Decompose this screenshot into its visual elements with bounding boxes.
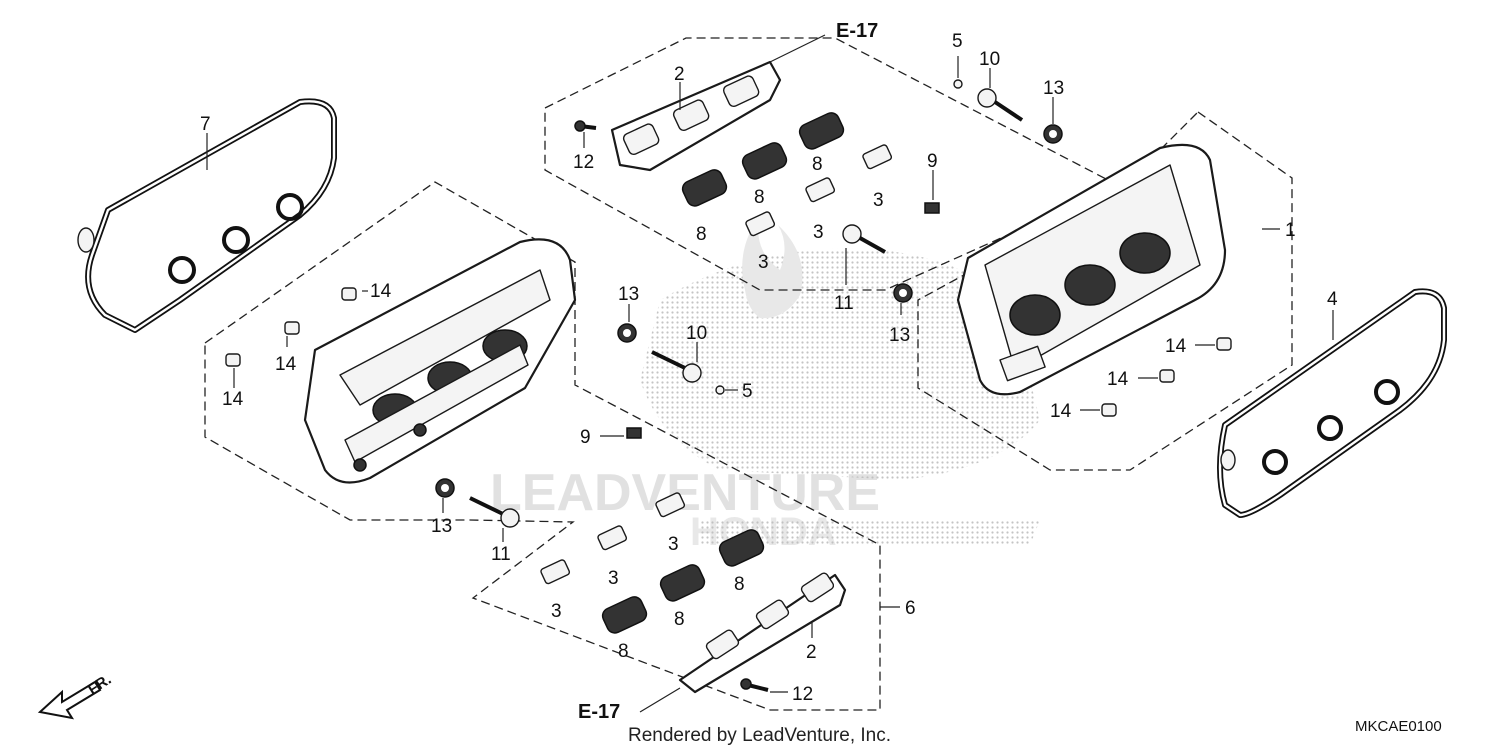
watermark-text: LEADVENTURE: [490, 464, 880, 522]
callout-11-top: 11: [834, 293, 854, 314]
callout-14-f: 14: [1050, 401, 1072, 422]
diagram-code: MKCAE0100: [1355, 718, 1442, 735]
plate-2-lower: [678, 572, 847, 694]
right-head-cover-1: [956, 143, 1227, 396]
callout-3-b: 3: [813, 222, 824, 243]
callout-9-top: 9: [927, 151, 938, 172]
callout-3-d: 3: [668, 534, 679, 555]
callout-3-a: 3: [873, 190, 884, 211]
callout-5-top: 5: [952, 31, 963, 52]
grommets-14: [225, 287, 1232, 417]
callout-12-top: 12: [573, 152, 594, 173]
callout-13-bottom: 13: [431, 516, 452, 537]
callout-10-mid: 10: [686, 323, 707, 344]
callout-8-b: 8: [754, 187, 765, 208]
callout-14-e: 14: [1107, 369, 1129, 390]
gasket-7: [77, 98, 337, 333]
callout-6: 6: [905, 598, 916, 619]
fasteners: [435, 79, 1063, 692]
callout-3-c: 3: [758, 252, 769, 273]
callout-3-e: 3: [608, 568, 619, 589]
footer-credit: Rendered by LeadVenture, Inc.: [628, 725, 891, 746]
watermark: LEADVENTURE HONDA: [490, 215, 1040, 554]
clips-3: [540, 144, 893, 585]
callout-1: 1: [1285, 220, 1296, 241]
leader-lines: [206, 34, 1334, 713]
gasket-4: [1217, 288, 1447, 518]
plate-2-upper: [610, 60, 782, 172]
reference-e17-top: E-17: [836, 20, 878, 42]
callout-9-mid: 9: [580, 427, 591, 448]
callouts: 1 2 2 3 3 3 3 3 3 4 5 5 6 7 8 8 8 8 8 8 …: [200, 31, 1338, 705]
callout-8-e: 8: [674, 609, 685, 630]
callout-14-a: 14: [370, 281, 392, 302]
callout-8-f: 8: [618, 641, 629, 662]
callout-2-upper: 2: [674, 64, 685, 85]
callout-8-a: 8: [812, 154, 823, 175]
callout-7: 7: [200, 114, 211, 135]
callout-3-f: 3: [551, 601, 562, 622]
callout-14-c: 14: [222, 389, 244, 410]
callout-14-b: 14: [275, 354, 297, 375]
callout-13-right: 13: [889, 325, 910, 346]
reference-e17-bottom: E-17: [578, 701, 620, 723]
callout-14-d: 14: [1165, 336, 1187, 357]
callout-13-mid: 13: [618, 284, 639, 305]
callout-4: 4: [1327, 289, 1338, 310]
callout-12-bottom: 12: [792, 684, 813, 705]
callout-5-mid: 5: [742, 381, 753, 402]
callout-2-lower: 2: [806, 642, 817, 663]
front-arrow: FR.: [37, 671, 114, 720]
callout-8-c: 8: [696, 224, 707, 245]
seals-8: [601, 112, 845, 634]
callout-8-d: 8: [734, 574, 745, 595]
callout-13-top: 13: [1043, 78, 1064, 99]
callout-10-top: 10: [979, 49, 1000, 70]
left-head-cover: [303, 238, 577, 484]
left-head-box: [204, 181, 881, 711]
callout-11-bottom: 11: [491, 544, 511, 565]
